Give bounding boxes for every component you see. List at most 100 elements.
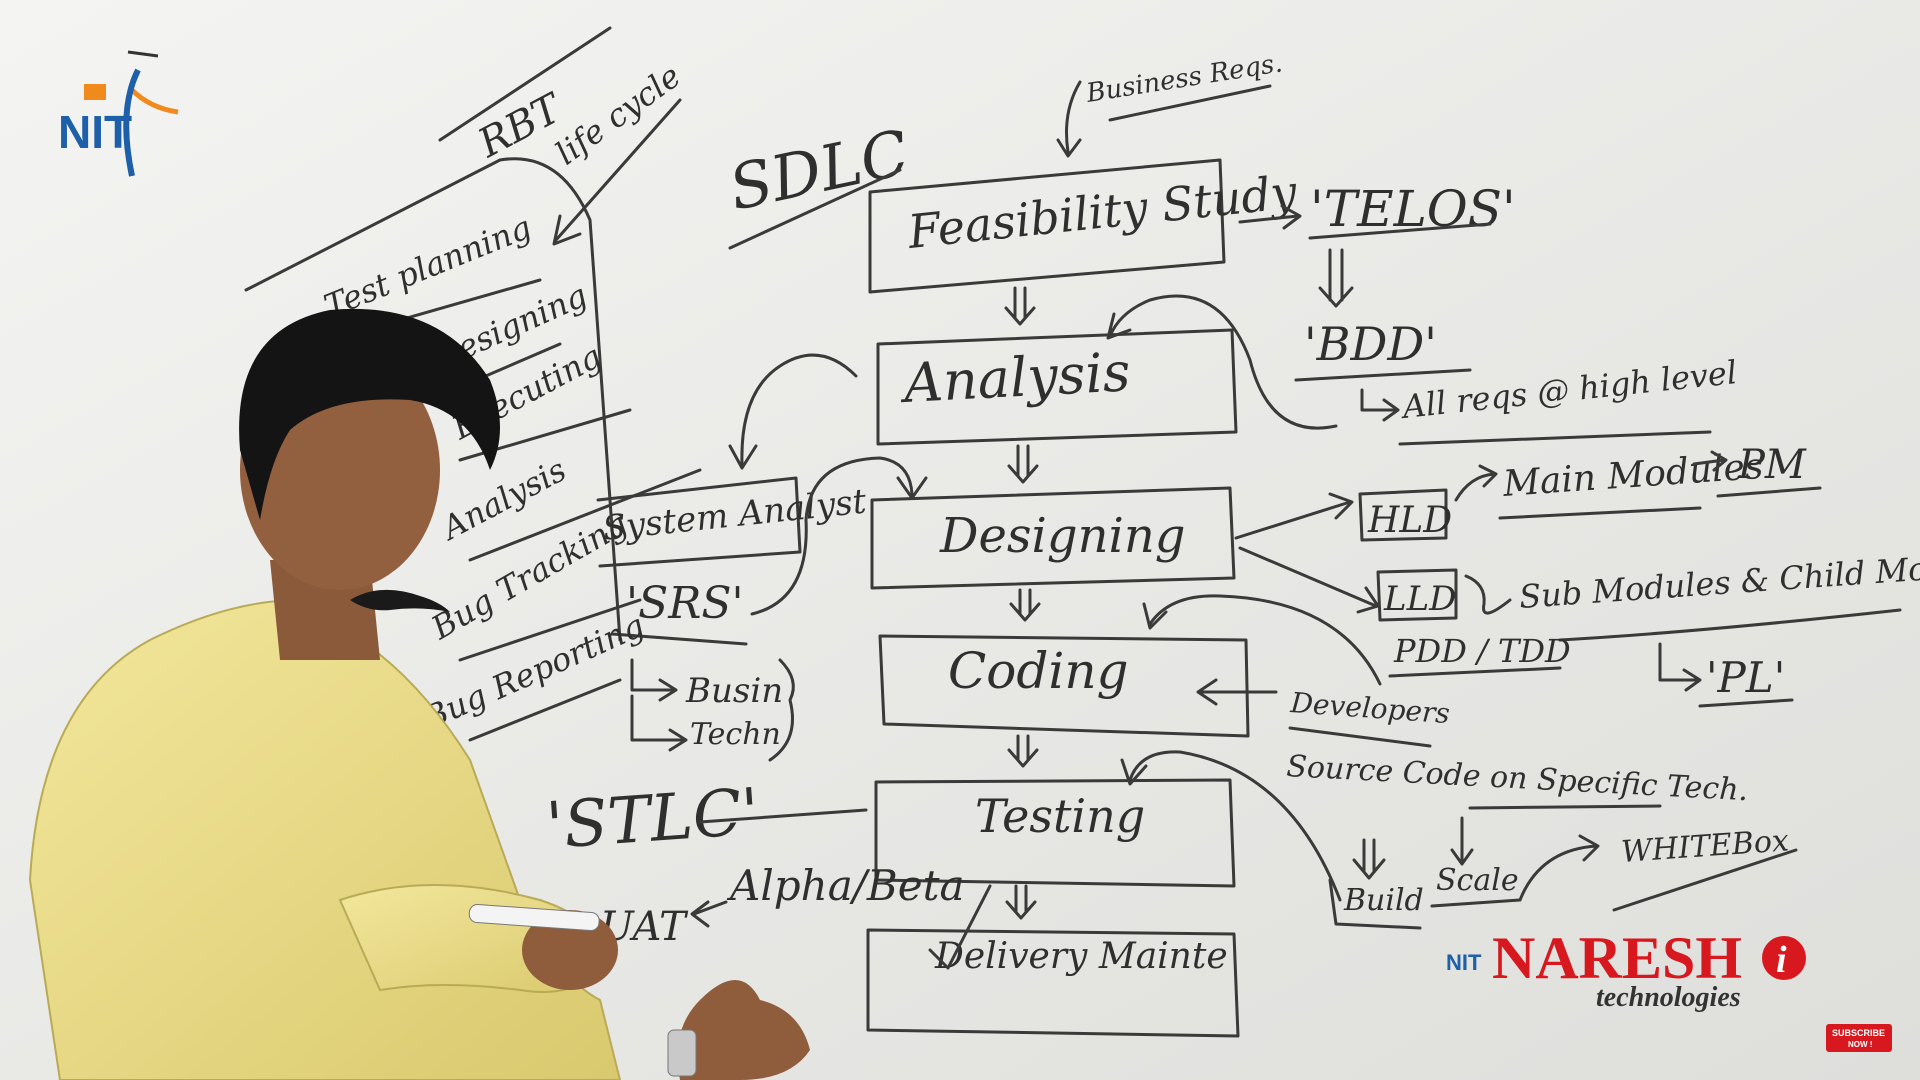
stlc-item-divider-6	[468, 678, 622, 742]
brand-tagline: technologies	[1596, 982, 1741, 1013]
build-arrow	[1352, 838, 1386, 880]
stage-testing: Testing	[975, 789, 1145, 843]
pm-arrow	[1692, 450, 1728, 472]
marker-pen	[468, 904, 600, 931]
presenter-watch	[667, 1029, 697, 1077]
build-brace	[1328, 878, 1422, 930]
presenter	[28, 308, 810, 1080]
scale-underline	[1430, 898, 1522, 908]
down-arrow-5	[1005, 884, 1037, 920]
hld-label: HLD	[1367, 500, 1452, 541]
down-arrow-1	[1004, 286, 1036, 326]
pdd-tdd-underline	[1388, 666, 1562, 678]
business-reqs-arrow	[1056, 80, 1082, 158]
scale-label: Scale	[1436, 863, 1519, 898]
business-arrow	[630, 658, 678, 702]
whitebox-arrow	[1518, 834, 1600, 902]
stage-box-testing	[874, 778, 1236, 888]
nit-logo-text: NIT	[58, 106, 132, 158]
life-cycle-arrow	[552, 98, 682, 246]
pl-label: 'PL'	[1706, 653, 1785, 702]
pm-label: PM	[1737, 442, 1807, 488]
bdd-label: 'BDD'	[1304, 317, 1437, 371]
alpha-beta-arrow	[690, 900, 728, 928]
srs-to-designing-arrow	[750, 456, 928, 616]
telos-arrow	[1238, 204, 1302, 230]
stage-box-feasibility	[868, 158, 1226, 294]
analysis-to-analyst-arrow	[728, 353, 858, 470]
pl-arrow	[1658, 642, 1702, 692]
lld-box	[1376, 568, 1458, 622]
brand-i-mark: i	[1776, 939, 1787, 981]
srs-brace	[768, 658, 795, 762]
sdlc-underline	[728, 168, 902, 250]
stage-box-coding	[878, 634, 1250, 738]
technical-label: Techn	[690, 717, 781, 752]
developers-to-designing-arrow	[1142, 594, 1382, 686]
bdd-to-analysis-arrow	[1106, 294, 1338, 430]
rbt-bracket	[438, 26, 612, 142]
stage-box-designing	[870, 486, 1236, 590]
developers-arrow	[1196, 678, 1278, 706]
system-analyst-box	[596, 476, 802, 568]
source-code-underline	[1468, 804, 1662, 810]
subscribe-badge-bg[interactable]	[1826, 1024, 1892, 1052]
sub-modules-underline	[1558, 608, 1902, 642]
pl-underline	[1698, 698, 1794, 708]
logo-orange-block	[84, 84, 106, 100]
telos-underline	[1308, 222, 1492, 240]
hld-box	[1358, 488, 1448, 542]
stage-analysis: Analysis	[897, 340, 1131, 415]
telos-down-arrow	[1318, 248, 1354, 308]
lld-label: LLD	[1383, 579, 1456, 619]
stage-delivery: Delivery Mainte	[934, 936, 1228, 977]
srs-label: 'SRS'	[626, 578, 744, 629]
hld-arrow	[1454, 464, 1498, 502]
stage-box-delivery	[866, 928, 1240, 1038]
pm-underline	[1716, 486, 1822, 498]
stlc-item-divider-5	[458, 598, 642, 662]
all-reqs-arrow	[1360, 388, 1400, 422]
presenter-hair	[239, 308, 500, 520]
build-label: Build	[1343, 883, 1424, 918]
down-arrow-2	[1007, 444, 1039, 484]
logo-swoosh	[123, 68, 141, 177]
brand-nit-small: NIT	[1446, 950, 1482, 975]
logo-orange-arc	[130, 88, 179, 115]
subscribe-button[interactable]: SUBSCRIBE NOW !	[1826, 1024, 1892, 1052]
subscribe-line1: SUBSCRIBE	[1832, 1028, 1885, 1038]
whitebox-underline	[1612, 848, 1798, 912]
designing-to-hld-arrow	[1234, 492, 1354, 540]
developers-underline	[1288, 726, 1432, 748]
brand-name: NARESH	[1492, 925, 1742, 991]
bdd-underline	[1294, 368, 1472, 382]
brand-i-badge	[1762, 936, 1806, 980]
stlc-item-divider-4	[468, 468, 702, 562]
logo-star-icon	[127, 50, 159, 58]
lld-brace	[1464, 574, 1512, 615]
presenter-mustache	[350, 589, 450, 612]
telos-label: 'TELOS'	[1310, 180, 1516, 238]
alpha-beta-label: Alpha/Beta	[726, 861, 965, 910]
presenter-left-hand	[677, 980, 810, 1080]
pdd-tdd-label: PDD / TDD	[1393, 632, 1571, 670]
main-modules-underline	[1498, 506, 1702, 520]
nit-logo: NIT	[58, 50, 179, 177]
stlc-list-bracket	[244, 157, 622, 642]
technical-arrow	[630, 694, 688, 752]
naresh-brand: NIT NARESH i technologies	[1446, 925, 1806, 1013]
build-to-testing-arrow	[1120, 750, 1342, 902]
down-arrow-4	[1007, 734, 1039, 768]
testing-to-delivery-check	[928, 884, 992, 970]
srs-underline	[610, 632, 748, 646]
stage-designing: Designing	[939, 508, 1186, 564]
down-arrow-3	[1009, 588, 1041, 622]
down-arrows	[1004, 286, 1041, 920]
stlc-to-testing-line	[698, 808, 868, 824]
business-label: Busin	[685, 671, 783, 711]
stage-coding: Coding	[948, 642, 1129, 700]
subscribe-line2: NOW !	[1848, 1040, 1872, 1049]
all-reqs-underline	[1398, 430, 1712, 446]
business-reqs-underline	[1108, 84, 1272, 122]
